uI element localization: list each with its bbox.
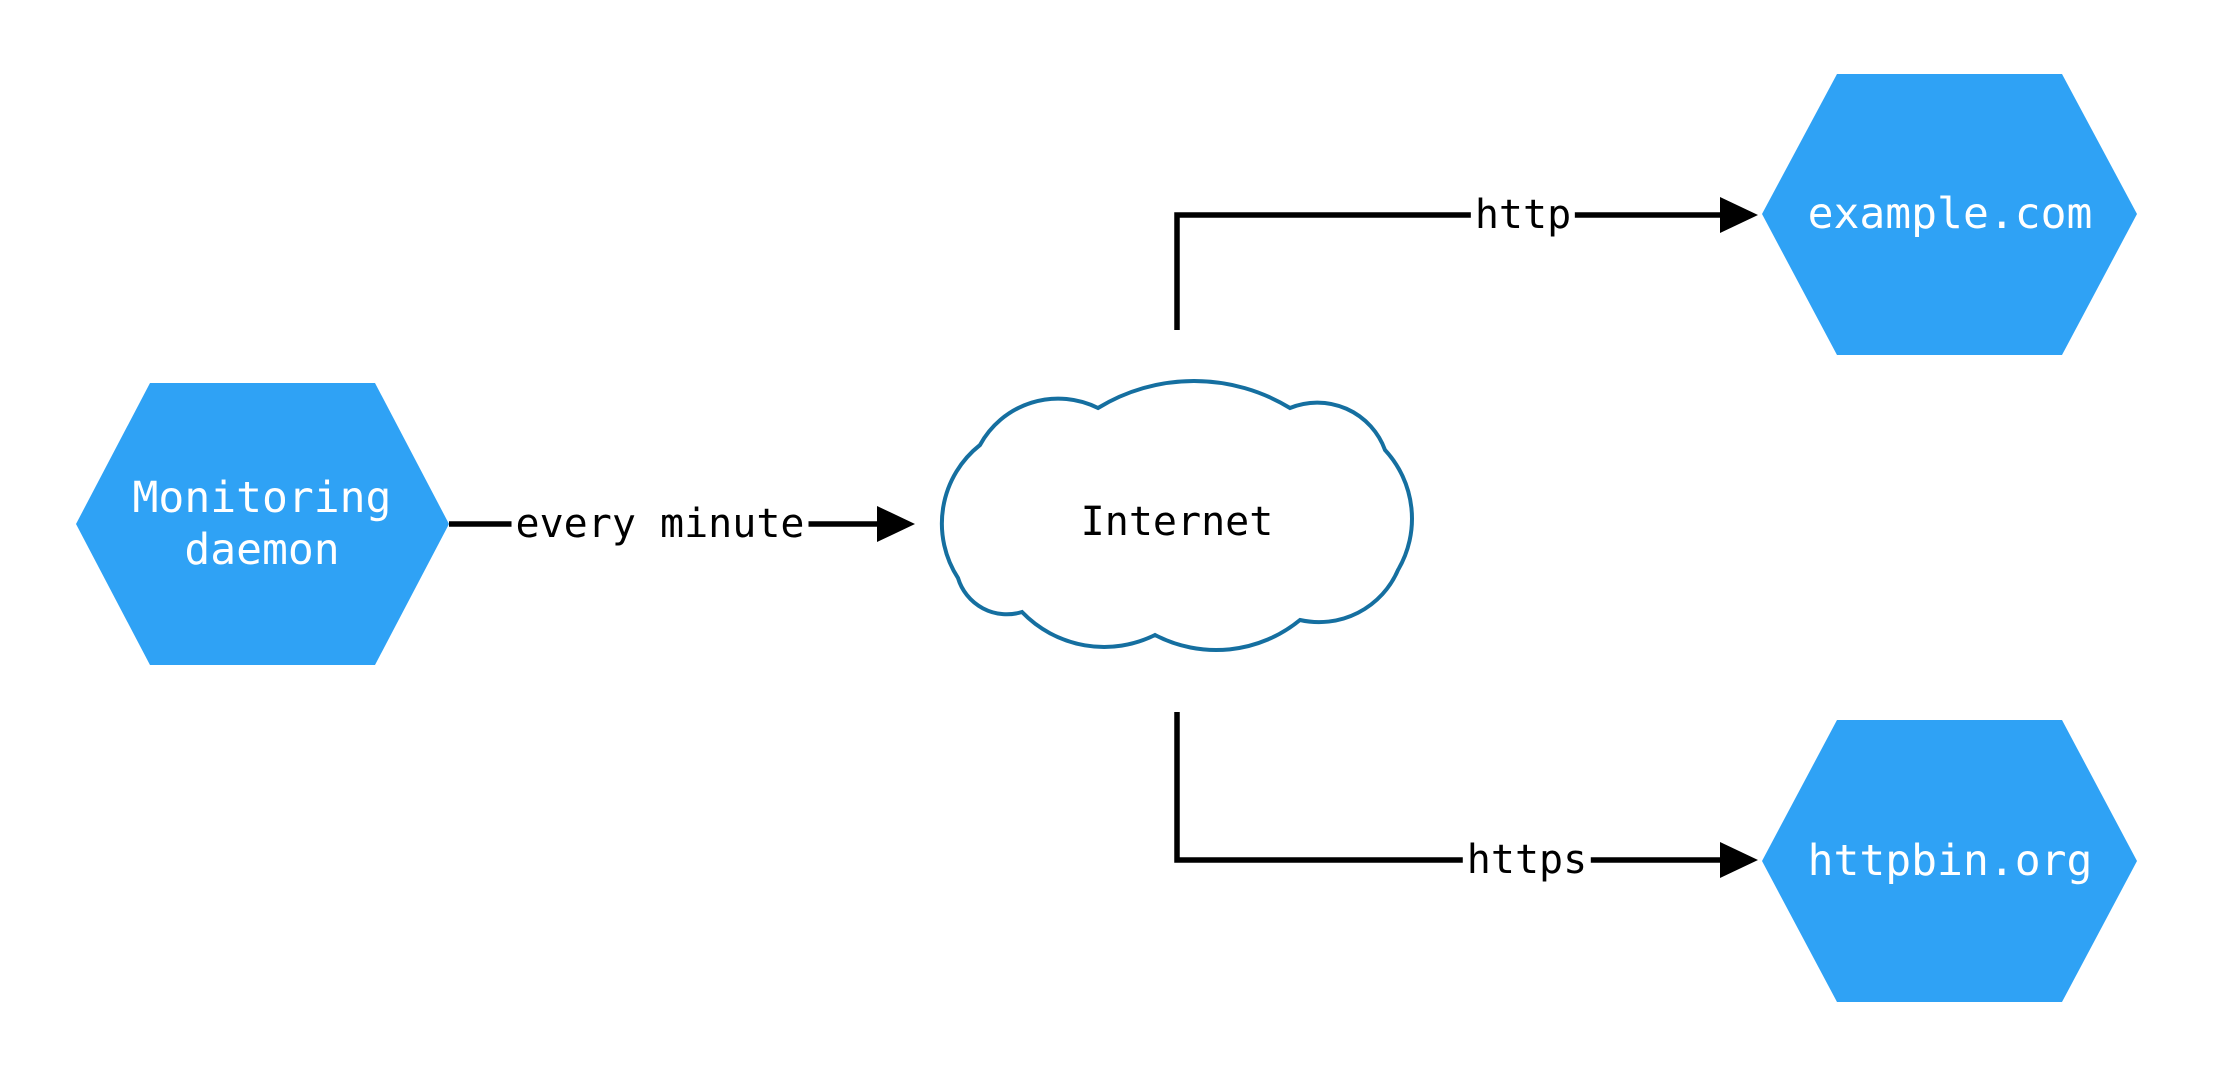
httpbin-org-node (1762, 720, 2137, 1002)
edge-internet-httpbin-arrowhead (1720, 842, 1758, 878)
edge-internet-example-arrowhead (1720, 197, 1758, 233)
edge-internet-example-line (1174, 212, 1722, 330)
example-com-node (1762, 74, 2137, 355)
monitoring-daemon-node (76, 383, 449, 665)
edge-monitoring-internet-arrowhead (877, 506, 915, 542)
internet-cloud-node (939, 378, 1414, 653)
edge-internet-httpbin-line (1174, 712, 1722, 863)
